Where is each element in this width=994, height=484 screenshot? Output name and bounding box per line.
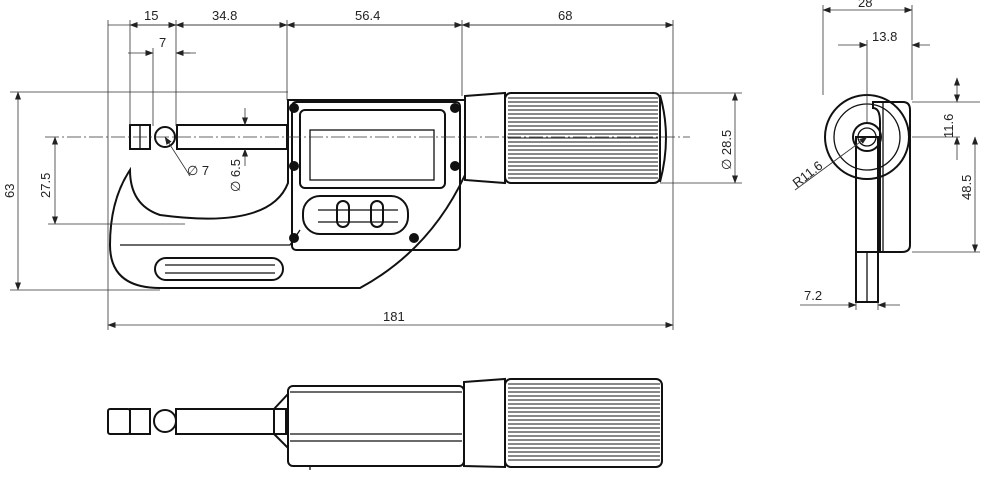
screw: [289, 233, 299, 243]
side-view: [824, 94, 911, 303]
thimble-knurling: [508, 97, 658, 179]
dim-181: 181: [383, 309, 405, 324]
top-thimble-knurling: [508, 383, 660, 461]
top-view: [107, 377, 663, 470]
dim-13-8: 13.8: [872, 29, 897, 44]
dim-63: 63: [2, 184, 17, 198]
top-anvil-ball: [153, 409, 177, 433]
dim-27-5: 27.5: [38, 173, 53, 198]
frame-slot: [154, 257, 284, 281]
frame-outline: [108, 99, 466, 289]
dim-56-4: 56.4: [355, 8, 380, 23]
screw: [450, 103, 460, 113]
sleeve: [464, 91, 506, 185]
screw: [450, 161, 460, 171]
top-housing: [287, 385, 465, 467]
dim-48-5: 48.5: [959, 175, 974, 200]
top-anvil: [129, 408, 151, 435]
lcd-outer: [299, 109, 446, 189]
frame-inner-line: [120, 229, 301, 246]
dim-28: 28: [858, 0, 872, 10]
side-anvil-shaft: [855, 136, 879, 253]
side-frame: [872, 101, 911, 253]
dim-15: 15: [144, 8, 158, 23]
dim-34-8: 34.8: [212, 8, 237, 23]
dim-phi-7: ∅ 7: [187, 163, 209, 178]
lcd-screen: [309, 129, 435, 181]
dim-7: 7: [159, 35, 166, 50]
dim-7-2: 7.2: [804, 288, 822, 303]
screw: [409, 233, 419, 243]
dim-phi-6-5: ∅ 6.5: [228, 159, 243, 192]
side-view-dimensions: 28 13.8 11.6 48.5 R11.6 7.2: [790, 0, 980, 310]
top-anvil-end: [107, 408, 131, 435]
dim-11-6: 11.6: [941, 114, 956, 138]
screw: [289, 161, 299, 171]
button-panel: [302, 195, 409, 235]
front-view-dimensions: 15 34.8 56.4 68 7 63 27.5 ∅ 7 ∅ 6.5 ∅ 28…: [2, 8, 742, 330]
button-left: [336, 200, 350, 228]
display-housing: [291, 101, 461, 251]
dim-68: 68: [558, 8, 572, 23]
dim-r11-6: R11.6: [790, 158, 826, 191]
screw: [289, 103, 299, 113]
top-thimble: [504, 378, 663, 468]
front-view: [45, 91, 690, 289]
thimble: [504, 92, 661, 184]
top-sleeve: [463, 377, 506, 469]
dim-phi-28-5: ∅ 28.5: [719, 130, 734, 170]
button-right: [370, 200, 384, 228]
top-spindle: [175, 408, 287, 435]
